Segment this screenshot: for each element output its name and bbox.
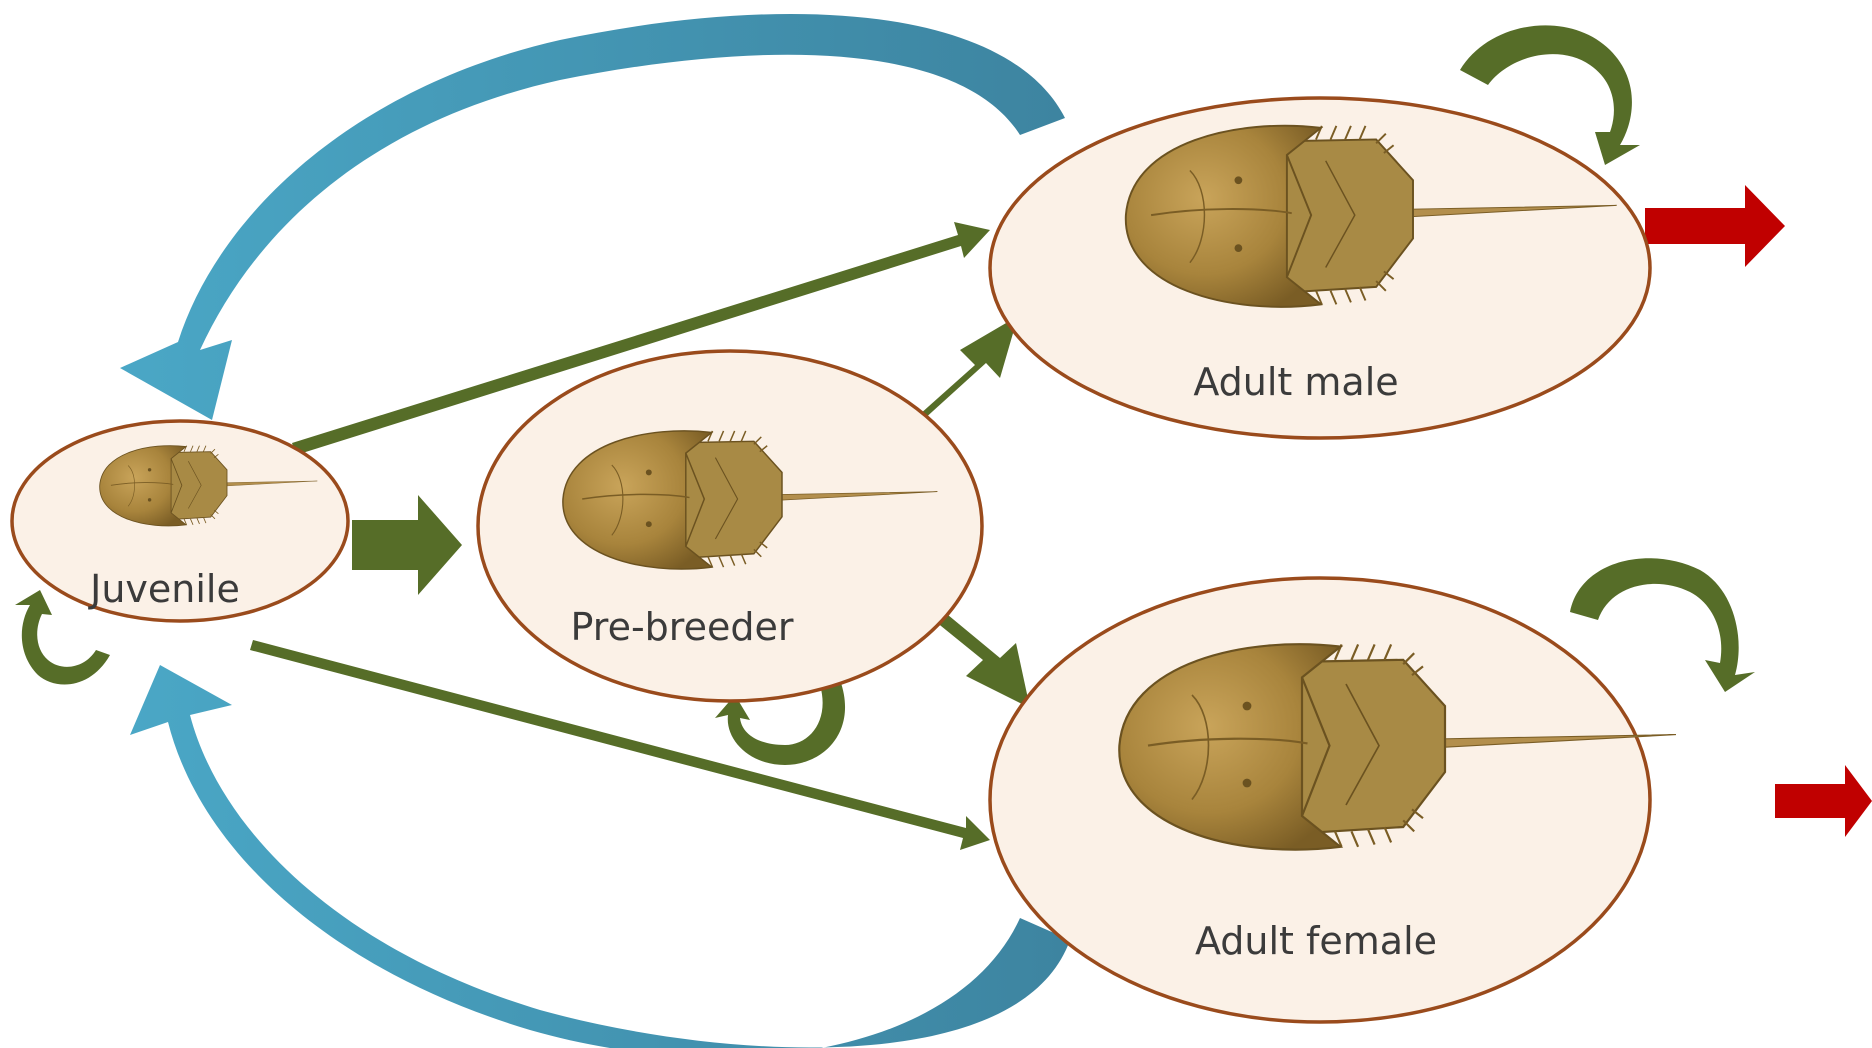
stage-node-juvenile: Juvenile [12,421,348,621]
stage-label-juvenile: Juvenile [88,567,240,611]
self-loop-adult-female [1570,558,1755,692]
transition-arrow-prebreeder-to-female [925,610,1030,708]
stage-label-adult-male: Adult male [1193,360,1398,404]
transition-arrow-prebreeder-to-male [910,316,1018,423]
stage-label-prebreeder: Pre-breeder [571,605,794,649]
stage-label-adult-female: Adult female [1195,919,1437,963]
stage-node-prebreeder: Pre-breeder [478,351,982,701]
stage-node-adult-male: Adult male [990,98,1650,438]
transition-arrow-juvenile-to-prebreeder [352,495,462,595]
removal-arrows [1645,185,1872,837]
removal-arrow-adult-male [1645,185,1785,267]
reproduction-arrow-female-to-juvenile [130,665,1070,1048]
removal-arrow-adult-female [1775,765,1872,837]
stage-node-adult-female: Adult female [990,578,1676,1022]
